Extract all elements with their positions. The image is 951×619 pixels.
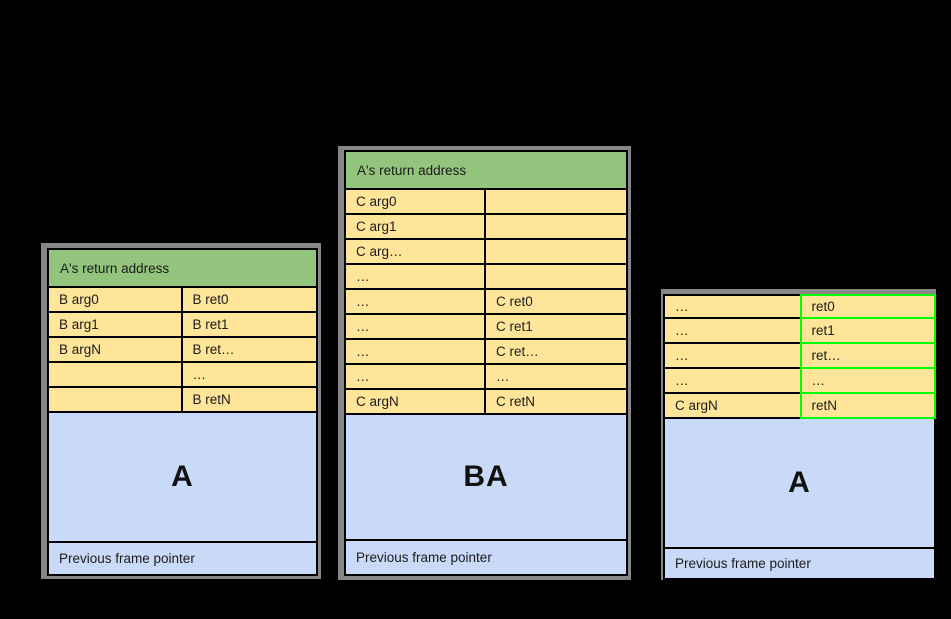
arg-cell: … [346, 265, 486, 290]
frame-body-label: A [49, 413, 316, 541]
frame-body-label: BA [346, 415, 626, 539]
stack-row: …C ret0 [346, 290, 626, 315]
ret-cell: B ret0 [182, 288, 316, 313]
arg-cell: C arg1 [346, 215, 486, 240]
stack-row: …ret… [663, 344, 936, 369]
previous-frame-pointer: Previous frame pointer [346, 539, 626, 574]
stack-row: B retN [49, 388, 316, 413]
stack-row: …C ret… [346, 340, 626, 365]
stack-row: …ret0 [663, 294, 936, 319]
ret-cell: ret… [799, 344, 936, 369]
arg-cell [49, 388, 183, 413]
arg-cell: C argN [663, 394, 800, 419]
stack-row: …C ret1 [346, 315, 626, 340]
ret-cell: … [799, 369, 936, 394]
stack-row: C arg0 [346, 190, 626, 215]
ret-cell [486, 240, 626, 265]
ret-cell: C ret0 [486, 290, 626, 315]
stack-row: …… [663, 369, 936, 394]
ret-cell [486, 265, 626, 290]
ret-cell [486, 215, 626, 240]
ret-cell: … [182, 363, 316, 388]
ret-cell: C ret1 [486, 315, 626, 340]
arg-cell: … [346, 365, 486, 390]
stack-row: C arg1 [346, 215, 626, 240]
ret-cell: C ret… [486, 340, 626, 365]
arg-cell: C arg… [346, 240, 486, 265]
arg-cell: B arg1 [49, 313, 183, 338]
stack-row: … [346, 265, 626, 290]
ret-cell: retN [799, 394, 936, 419]
stack-row: …ret1 [663, 319, 936, 344]
previous-frame-pointer: Previous frame pointer [663, 547, 936, 580]
arg-cell [49, 363, 183, 388]
frame-body-label: A [663, 419, 936, 547]
arg-cell: … [346, 340, 486, 365]
ret-cell [486, 190, 626, 215]
return-address-header: A's return address [346, 152, 626, 190]
ret-cell: B ret1 [182, 313, 316, 338]
arg-cell: C argN [346, 390, 486, 415]
arg-cell: C arg0 [346, 190, 486, 215]
ret-cell: B retN [182, 388, 316, 413]
ret-cell: C retN [486, 390, 626, 415]
stack-row: … [49, 363, 316, 388]
ret-cell: ret0 [799, 294, 936, 319]
arg-cell: B arg0 [49, 288, 183, 313]
arg-cell: … [663, 294, 800, 319]
arg-cell: … [346, 290, 486, 315]
ret-cell: … [486, 365, 626, 390]
return-address-header: A's return address [49, 250, 316, 288]
ret-cell: ret1 [799, 319, 936, 344]
arg-cell: … [663, 369, 800, 394]
arg-cell: B argN [49, 338, 183, 363]
stack-row: C arg… [346, 240, 626, 265]
arg-cell: … [346, 315, 486, 340]
arg-cell: … [663, 319, 800, 344]
arg-cell: … [663, 344, 800, 369]
ret-cell: B ret… [182, 338, 316, 363]
previous-frame-pointer: Previous frame pointer [49, 541, 316, 574]
stack-row: …… [346, 365, 626, 390]
